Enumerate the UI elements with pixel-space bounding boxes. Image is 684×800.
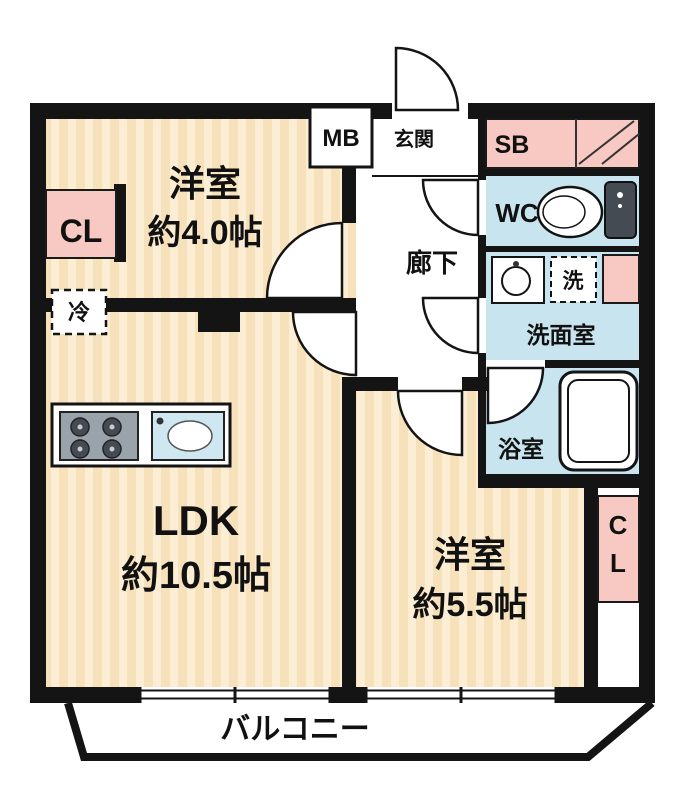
ldk-name-label: LDK [153,497,239,544]
window-ldk [138,687,332,703]
washbasin-icon [491,256,545,304]
sb-hatch-lines [575,119,640,168]
walls [30,103,655,703]
hallway-label: 廊下 [406,248,458,278]
kitchen-sink-icon [151,411,225,461]
wall-left [30,103,46,703]
closet-sub-box [597,495,640,603]
ldk-size-label: 約10.5帖 [121,555,271,597]
bathroom-label: 浴室 [498,436,544,462]
doors [265,46,545,457]
meter-box [308,105,374,169]
meter-box-label: MB [322,125,359,152]
room-labels: 洋室 約4.0帖 LDK 約10.5帖 洋室 約5.5帖 廊下 玄関 MB SB… [60,125,628,746]
wall-wet-left-1 [478,119,486,180]
kitchen-counter [50,402,232,468]
closet-main-box [45,189,117,259]
shoe-box-label: SB [495,131,530,159]
wc-door-arc-icon [421,178,480,237]
wall-top-left [30,103,392,119]
wall-bathroom-bottom [478,474,655,488]
bedroom2-door-arc-icon [396,389,464,457]
ldk-floor [46,312,356,687]
wall-bedroom1-bottom [46,298,356,312]
balcony-outline [64,699,655,761]
wall-top-right [468,103,655,119]
washroom-door-arc-icon [421,296,480,355]
wall-ldk-bedroom2 [342,391,356,687]
wall-duct-stub [198,312,240,332]
entrance-label: 玄関 [394,127,434,151]
bedroom1-door-arc-icon [265,221,344,300]
bathroom-door-arc-icon [486,366,545,425]
washroom-label: 洗面室 [527,322,596,348]
wall-wet-left-3 [478,353,486,474]
windows [138,687,558,703]
balcony-fill [68,703,652,757]
window-bedroom2 [364,687,558,703]
wc-label: WC [495,198,539,228]
entrance-door-arc-icon [394,46,460,112]
wall-washroom-bottom [545,360,639,368]
toilet-icon [536,181,637,239]
balcony-label: バルコニー [220,713,369,746]
balcony-area [64,699,655,761]
wall-bottom-2 [330,687,366,703]
stove-icon [59,411,139,461]
wall-sb-bottom [486,168,639,176]
closet-sub-label-l: L [610,548,626,578]
wall-wet-left-2 [478,235,486,298]
wall-corridor-bottom-1 [342,377,398,391]
bedroom2-name-label: 洋室 [434,534,506,575]
laundry-space [550,256,597,303]
ldk-door-arc-icon [291,310,358,377]
linen-box [602,254,640,304]
closet-main-label: CL [60,213,103,249]
bedroom1-size-label: 約4.0帖 [147,214,262,252]
wall-bottom-1 [30,687,140,703]
wall-wc-bottom [486,246,639,252]
bedroom1-name-label: 洋室 [169,163,241,204]
bedroom2-size-label: 約5.5帖 [412,586,527,624]
wall-bedroom2-right [584,488,598,687]
wall-bottom-3 [556,687,655,703]
wall-right [639,103,655,703]
bathtub-icon [558,370,639,472]
closet-sub-label-c: C [609,510,628,540]
bedroom2-floor-lower [478,488,598,687]
laundry-label: 洗 [563,270,584,293]
refrigerator-space [50,288,108,336]
shoe-box [485,118,640,169]
refrigerator-label: 冷 [68,300,90,325]
